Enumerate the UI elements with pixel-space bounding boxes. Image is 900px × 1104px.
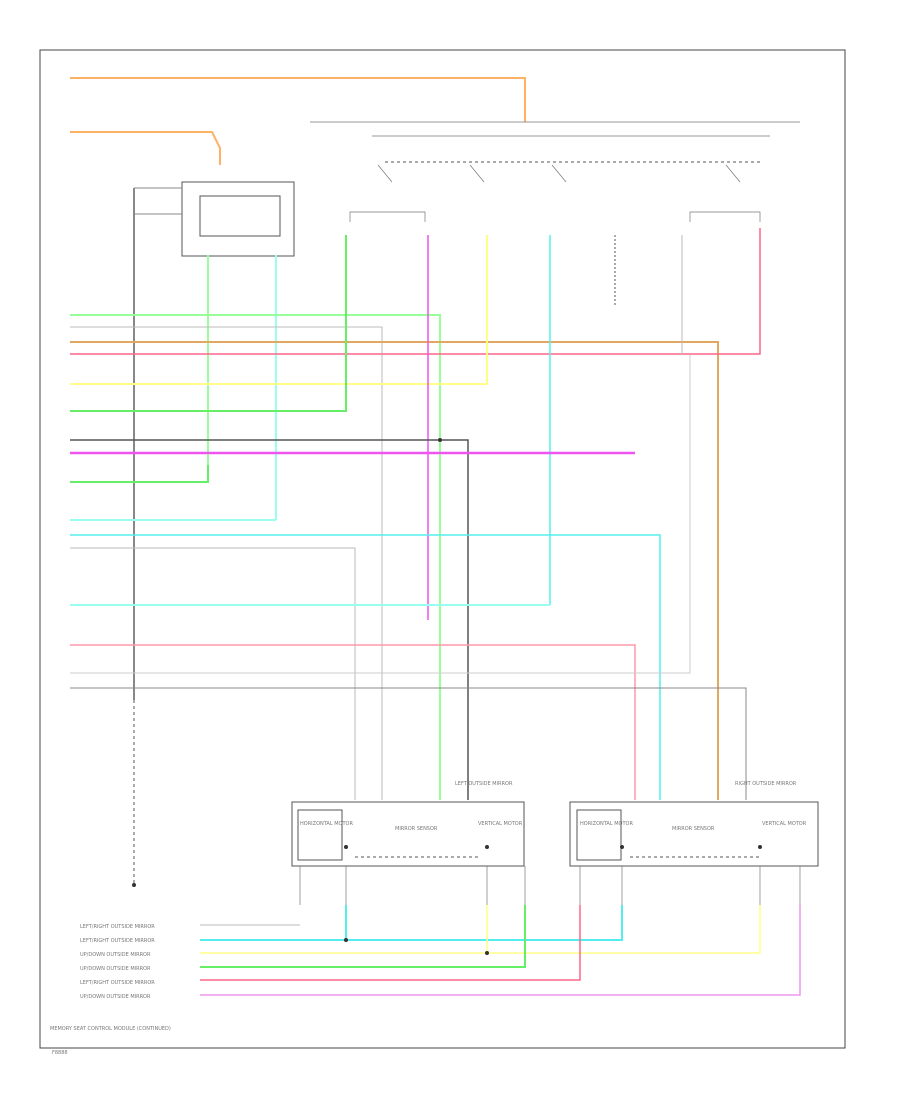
wire-bottom-magenta bbox=[200, 905, 801, 996]
wire-bottom-green bbox=[200, 905, 526, 968]
wire-lt-green-1 bbox=[70, 314, 441, 800]
right-mirror-motor-box bbox=[576, 809, 622, 861]
legend-line-5: LEFT/RIGHT OUTSIDE MIRROR bbox=[80, 980, 155, 986]
wire-green-mid bbox=[70, 465, 209, 483]
legend-line-1: LEFT/RIGHT OUTSIDE MIRROR bbox=[80, 924, 155, 930]
wire-orange-second bbox=[70, 131, 221, 165]
switch-b bbox=[469, 164, 485, 183]
wire-green-top bbox=[70, 235, 347, 412]
switch-a bbox=[377, 164, 393, 183]
wire-bottom-pink bbox=[200, 905, 581, 981]
junction-1 bbox=[344, 938, 348, 942]
legend-line-4: UP/DOWN OUTSIDE MIRROR bbox=[80, 966, 151, 972]
wire-pink-top bbox=[70, 228, 761, 355]
legend-line-3: UP/DOWN OUTSIDE MIRROR bbox=[80, 952, 151, 958]
wire-yellow-top bbox=[70, 235, 488, 385]
wire-pink-mid bbox=[70, 644, 636, 800]
wire-bottom-yellow bbox=[200, 905, 761, 954]
label-right-mirror: RIGHT OUTSIDE MIRROR bbox=[735, 781, 797, 787]
wire-gray-1 bbox=[70, 326, 383, 800]
label-left-mirror: LEFT OUTSIDE MIRROR bbox=[455, 781, 513, 787]
junction-7 bbox=[438, 438, 442, 442]
legend-line-2: LEFT/RIGHT OUTSIDE MIRROR bbox=[80, 938, 155, 944]
connector-bracket-2 bbox=[689, 211, 761, 222]
wire-orange-tan bbox=[70, 341, 719, 800]
junction-4 bbox=[485, 845, 489, 849]
legend-line-6: UP/DOWN OUTSIDE MIRROR bbox=[80, 994, 151, 1000]
label-left-sensor: MIRROR SENSOR bbox=[395, 826, 438, 832]
left-mirror-motor-box bbox=[297, 809, 343, 861]
legend-note: MEMORY SEAT CONTROL MODULE (CONTINUED) bbox=[50, 1026, 171, 1032]
wire-dark-gray-bus bbox=[70, 439, 469, 800]
switch-c bbox=[551, 164, 567, 183]
junction-5 bbox=[620, 845, 624, 849]
wire-bottom-cyan bbox=[200, 905, 623, 941]
diagram-frame bbox=[39, 49, 846, 1049]
junction-2 bbox=[485, 951, 489, 955]
wire-gray-2 bbox=[70, 547, 356, 800]
wire-gray-4 bbox=[70, 687, 747, 800]
junction-8 bbox=[132, 883, 136, 887]
memory-module-inner bbox=[199, 195, 281, 237]
label-right-sensor: MIRROR SENSOR bbox=[672, 826, 715, 832]
connector-bracket-1 bbox=[349, 211, 426, 222]
wire-orange-top bbox=[70, 77, 526, 122]
wire-teal-long bbox=[70, 534, 661, 800]
label-left-vert: VERTICAL MOTOR bbox=[478, 821, 523, 827]
right-mirror-module bbox=[569, 801, 819, 867]
junction-6 bbox=[758, 845, 762, 849]
switch-d bbox=[725, 164, 741, 183]
label-right-motor: HORIZONTAL MOTOR bbox=[580, 821, 633, 827]
left-mirror-module bbox=[291, 801, 525, 867]
junction-3 bbox=[344, 845, 348, 849]
footer-code: F8888 bbox=[52, 1050, 68, 1056]
label-right-vert: VERTICAL MOTOR bbox=[762, 821, 807, 827]
memory-module-box bbox=[181, 181, 295, 257]
label-left-motor: HORIZONTAL MOTOR bbox=[300, 821, 353, 827]
wire-gray-3 bbox=[70, 355, 691, 674]
